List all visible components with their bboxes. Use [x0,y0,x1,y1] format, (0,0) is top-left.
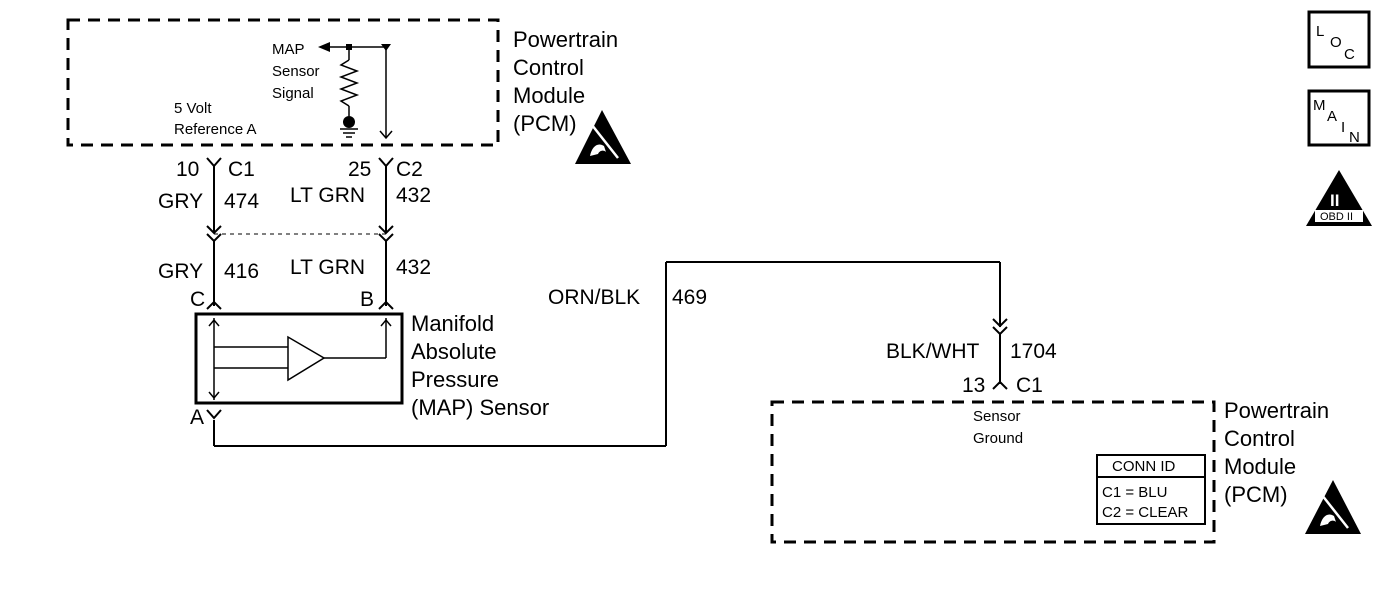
blk-wht-color: BLK/WHT [886,340,980,363]
c1-label-top: C1 [228,158,255,181]
pcm-bottom-title-2: Control [1224,426,1295,451]
wire-lt-grn [378,166,394,310]
esd-warning-icon [575,110,631,164]
sensor-name-4: (MAP) Sensor [411,395,549,420]
ltgrn-432-lower-number: 432 [396,256,431,279]
sensor-name-2: Absolute [411,339,497,364]
pcm-top-title-3: Module [513,83,585,108]
svg-text:OBD II: OBD II [1320,211,1353,223]
pin-25-label: 25 [348,158,371,181]
pcm-top: Powertrain Control Module (PCM) MAP Sens… [66,18,618,147]
connector-c2-top: 25 C2 [348,157,423,181]
pcm-top-title-2: Control [513,55,584,80]
pcm-bottom-title-3: Module [1224,454,1296,479]
svg-text:A: A [1327,108,1337,125]
svg-text:N: N [1349,129,1360,146]
svg-text:L: L [1316,23,1324,40]
pin-10-label: 10 [176,158,199,181]
sensor-pin-b: B [360,288,374,311]
svg-text:I: I [1341,119,1345,136]
location-icon: L O C [1307,10,1371,69]
c2-label-top: C2 [396,158,423,181]
pcm-bottom: 13 C1 Sensor Ground CONN ID C1 = BLU C2 … [770,374,1329,544]
orn-blk-number: 469 [672,286,707,309]
gry-474-color: GRY [158,190,203,213]
gry-416-number: 416 [224,260,259,283]
sensor-ground-label-1: Sensor [973,408,1021,425]
wire-blk-wht [992,334,1008,390]
pcm-top-title-1: Powertrain [513,27,618,52]
connector-c1-top: 10 C1 [176,157,255,181]
map-sensor: C B A Manifold Absolute Pressure (MAP) S… [190,288,549,429]
blk-wht-number: 1704 [1010,340,1057,363]
sensor-body [194,312,404,405]
pcm-top-boundary [66,18,500,147]
obd-ii-icon: OBD II II [1306,170,1372,226]
gry-474-number: 474 [224,190,259,213]
signal-arrow-icon [318,42,391,52]
c1-label-bottom: C1 [1016,374,1043,397]
ltgrn-432-upper-number: 432 [396,184,431,207]
map-signal-label-2: Sensor [272,63,320,80]
sensor-ground-label-2: Ground [973,430,1023,447]
wire-gry [206,166,222,310]
ref-label-1: 5 Volt [174,100,212,117]
sensor-name-3: Pressure [411,367,499,392]
wire-orn-blk [213,261,1008,447]
resistor-icon [338,47,360,116]
main-icon: M A I N [1307,89,1371,147]
pcm-bottom-title-1: Powertrain [1224,398,1329,423]
pin-13-label: 13 [962,374,985,397]
map-signal-label-1: MAP [272,41,305,58]
svg-text:II: II [1330,191,1339,210]
conn-id-title: CONN ID [1112,458,1176,475]
ground-icon [340,116,358,138]
svg-text:C: C [1344,46,1355,63]
sensor-pin-a: A [190,406,204,429]
pcm-bottom-boundary [770,400,1216,544]
amplifier-icon [287,335,326,382]
conn-id-row-1: C1 = BLU [1102,484,1167,501]
map-signal-label-3: Signal [272,85,314,102]
ref-label-2: Reference A [174,121,257,138]
pcm-bottom-title-4: (PCM) [1224,482,1288,507]
conn-id-row-2: C2 = CLEAR [1102,504,1188,521]
sensor-pin-c: C [190,288,205,311]
esd-warning-icon [1305,480,1361,534]
pcm-top-title-4: (PCM) [513,111,577,136]
ltgrn-432-upper-color: LT GRN [290,184,365,207]
conn-id-table: CONN ID C1 = BLU C2 = CLEAR [1096,454,1206,525]
orn-blk-color: ORN/BLK [548,286,640,309]
svg-text:M: M [1313,97,1326,114]
sensor-name-1: Manifold [411,311,494,336]
ltgrn-432-lower-color: LT GRN [290,256,365,279]
svg-text:O: O [1330,34,1342,51]
gry-416-color: GRY [158,260,203,283]
